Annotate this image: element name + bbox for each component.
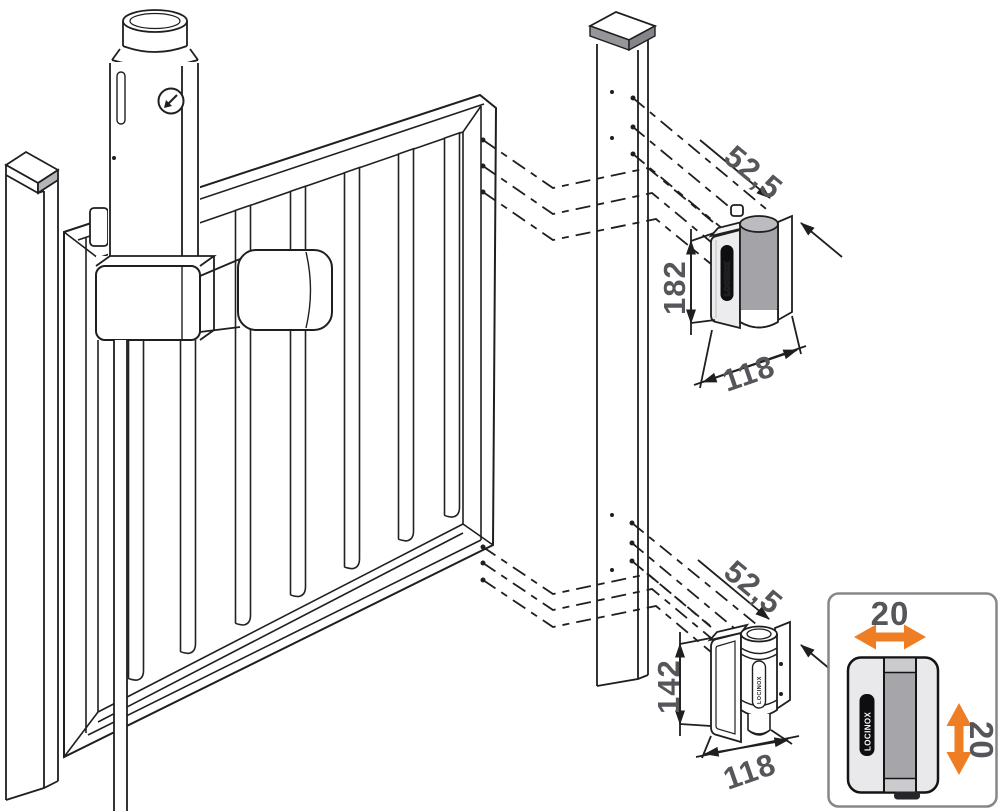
inset-vertical-value: 20 (963, 721, 1000, 760)
dim-top-offset: 52,5 (718, 138, 790, 206)
leader-dots-bottom (480, 520, 635, 583)
adjustment-inset: 20 LOCINOX 20 (827, 592, 1000, 808)
leader-dots-top (480, 95, 636, 195)
inset-hinge-front-view: LOCINOX (846, 656, 940, 800)
latch-post (4, 150, 60, 801)
vertical-adjust-arrow-icon (946, 703, 972, 775)
brand-label-inset: LOCINOX (864, 711, 873, 751)
dim-bottom-height: 142 (651, 659, 686, 714)
brand-pill-inset (859, 694, 875, 756)
brand-pill-bottom-hinge (751, 660, 767, 709)
bottom-hinge: LOCINOX (707, 620, 791, 744)
top-hinge-dimensions (686, 139, 843, 389)
top-hinge: LOCINOX (708, 204, 793, 330)
leader-lines-top (482, 97, 772, 265)
hinge-post (587, 11, 658, 687)
leader-lines-bottom (482, 522, 757, 653)
horizontal-adjust-arrow-icon (854, 624, 926, 650)
drop-bolt-lock (89, 9, 333, 811)
dim-top-width: 118 (718, 348, 780, 398)
dim-bottom-offset: 52,5 (718, 553, 790, 621)
brand-label-bottom-hinge: LOCINOX (757, 676, 763, 704)
dim-bottom-width: 118 (719, 746, 781, 796)
inset-horizontal-value: 20 (871, 595, 910, 632)
brand-label-top-hinge: LOCINOX (725, 261, 732, 296)
dim-top-height: 182 (657, 260, 692, 315)
lock-knob (237, 249, 333, 331)
brand-pill-top-hinge (720, 245, 734, 301)
